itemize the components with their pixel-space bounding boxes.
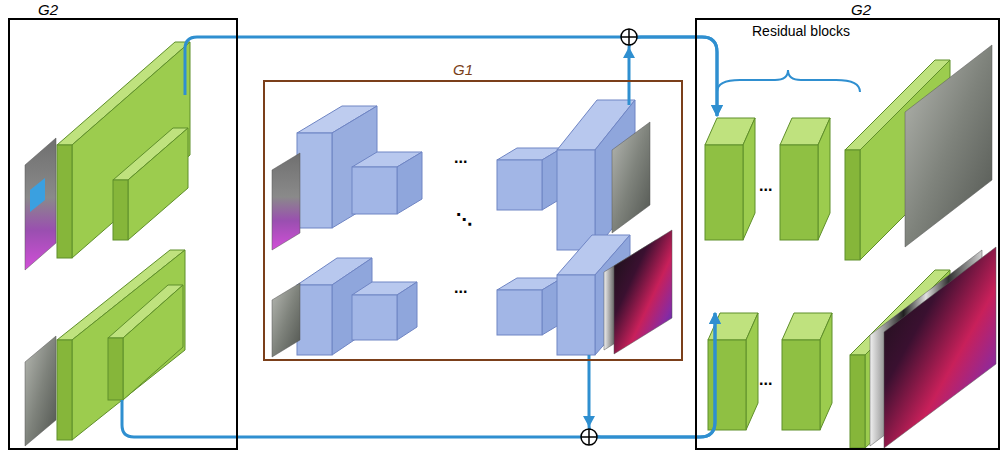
- generator-name: G2: [38, 2, 58, 17]
- generator-panel: G1: [263, 80, 683, 361]
- bracket-label: Residual blocks: [752, 24, 850, 38]
- ellipsis: ⋱: [456, 212, 472, 228]
- skip-connection: [122, 313, 715, 437]
- generator-panel: G2: [8, 18, 238, 450]
- generator-name: G2: [851, 2, 871, 17]
- generator-panel: G2: [695, 18, 1000, 450]
- ellipsis: ...: [759, 178, 772, 194]
- generator-name: G1: [453, 62, 473, 77]
- skip-connection: [629, 37, 717, 116]
- ellipsis: ...: [454, 150, 467, 166]
- ellipsis: ...: [759, 372, 772, 388]
- ellipsis: ...: [454, 280, 467, 296]
